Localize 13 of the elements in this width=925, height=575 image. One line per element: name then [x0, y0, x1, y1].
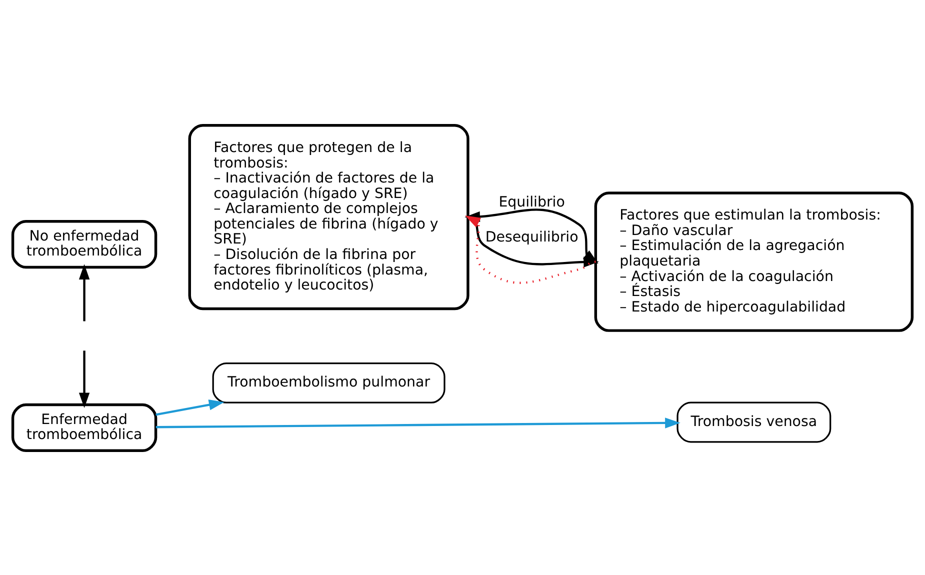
node-box: Trombosis venosa	[676, 401, 832, 442]
node-box: Enfermedad tromboembólica	[11, 402, 158, 452]
edge-label: Equilibrio	[498, 194, 565, 210]
node-box: Factores que protegen de la trombosis: – Inactivación de factores de la coagulación (hígado y SRE) – Aclaramiento de complejos potenciales de fibrina (hígado y SRE) – Disolución de la fibrina por factores fibrinolíticos (plasma, endotelio y leucocitos)	[188, 124, 470, 310]
node-box: No enfermedad tromboembólica	[11, 220, 158, 268]
node-box: Factores que estimulan la trombosis: – Daño vascular – Estimulación de la agregación plaquetaria – Activación de la coagulación – Éstasis – Estado de hipercoagulabilidad	[594, 191, 914, 332]
arrow	[465, 215, 596, 284]
arrow	[156, 399, 224, 416]
arrow	[78, 264, 90, 321]
edge-label: Desequilibrio	[485, 229, 578, 245]
arrow	[156, 417, 680, 428]
node-box: Tromboembolismo pulmonar	[212, 362, 446, 403]
arrow	[78, 350, 90, 408]
